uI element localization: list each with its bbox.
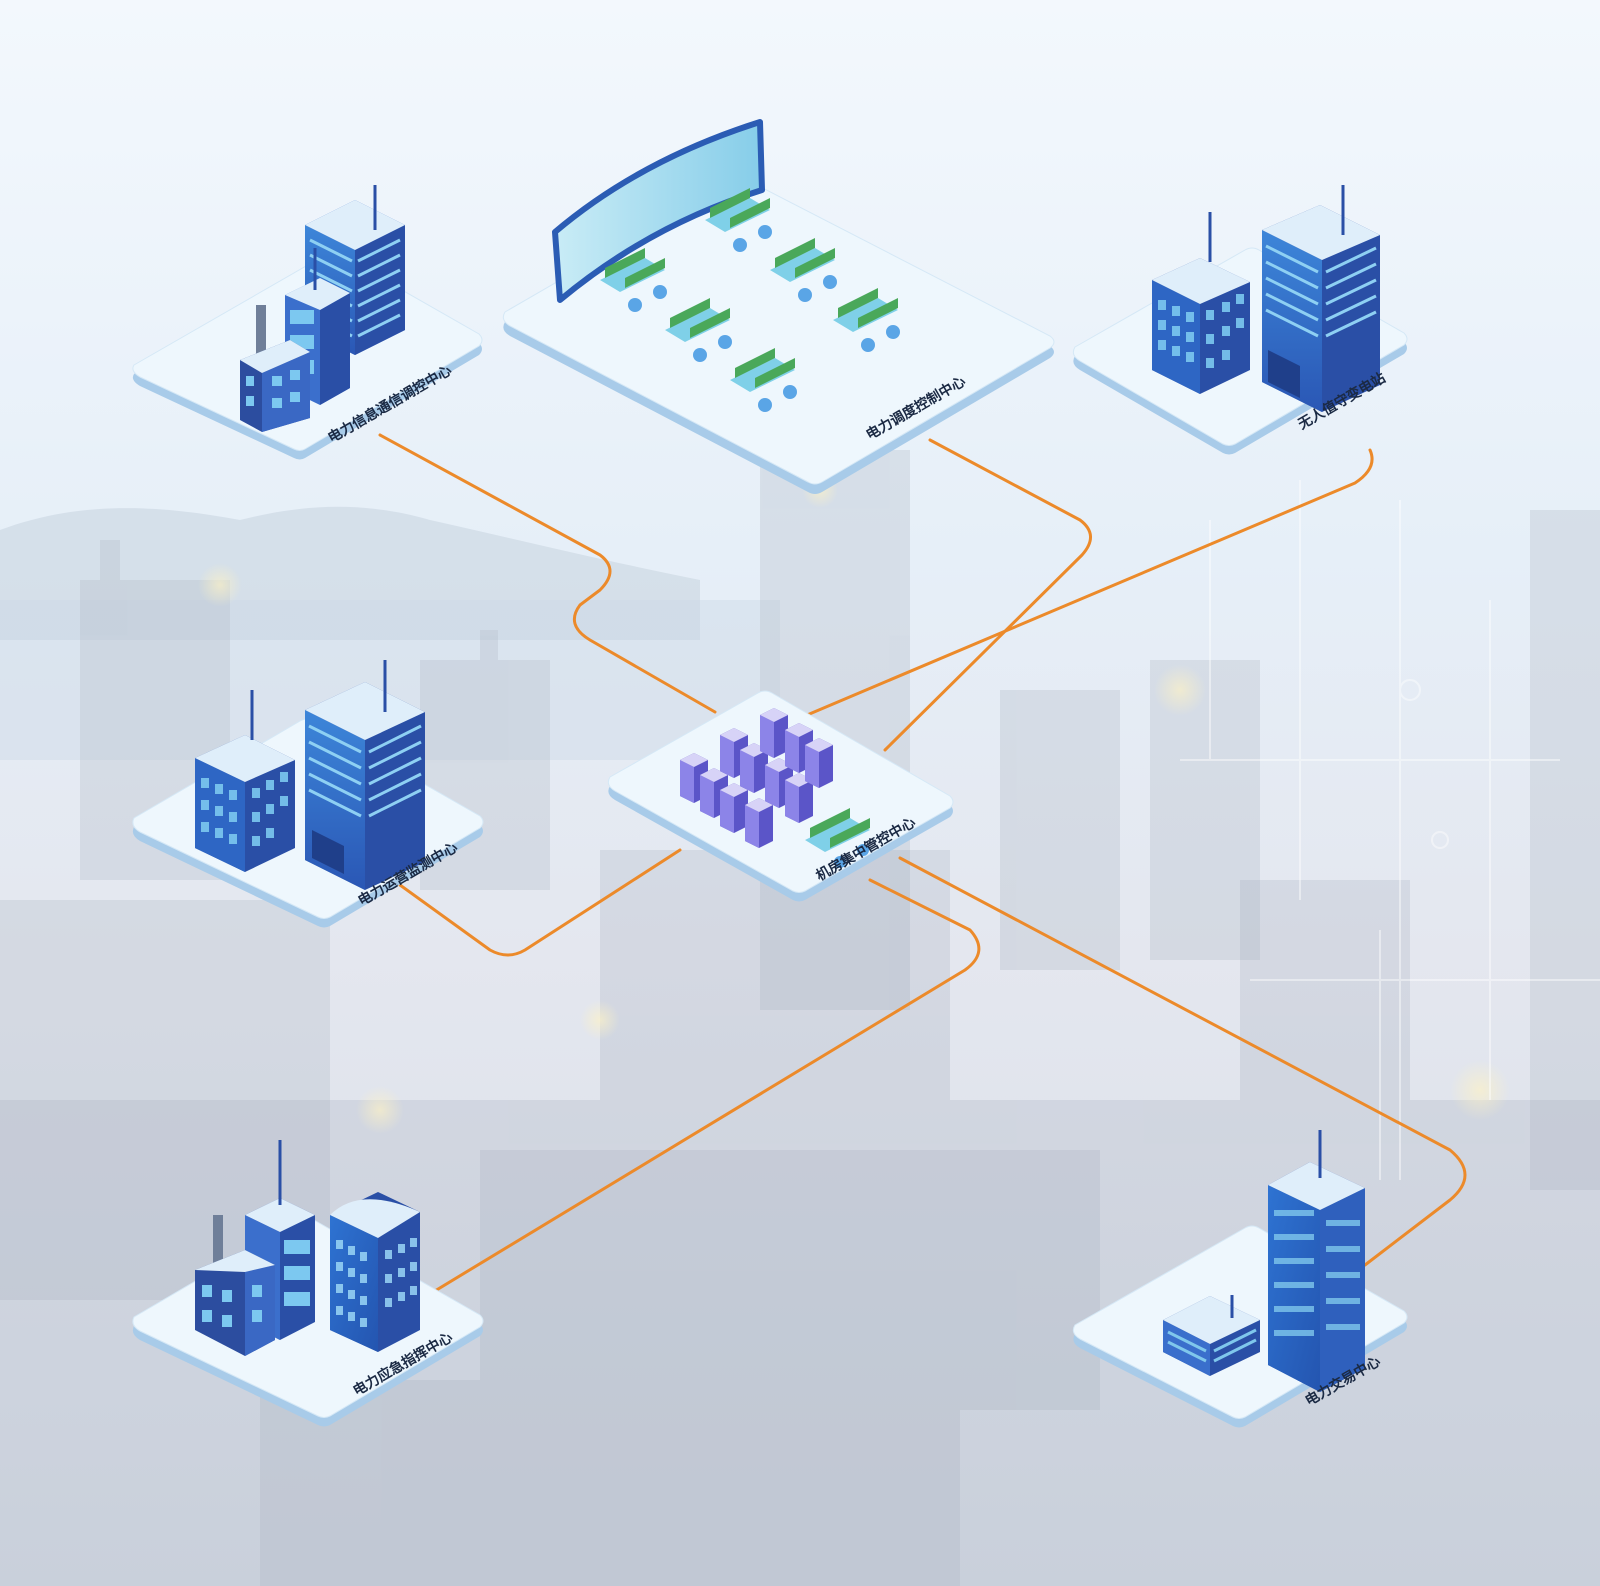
connector-dispatch [883,438,1092,752]
workstation [805,808,870,868]
office-tower-icon [305,660,425,890]
node-trading: 电力交易中心 [1072,1130,1408,1428]
workstation [770,238,837,302]
factory-icon [195,1215,275,1356]
domed-building-icon [330,1192,420,1352]
node-dispatch: 电力调度控制中心 [502,119,1055,494]
connector-ops-monitor [398,848,682,957]
workstation-icons [600,188,900,412]
server-rack [720,783,748,833]
server-rack-icons [680,708,833,848]
node-info-comm: 电力信息通信调控中心 [132,185,483,460]
factory-icon [240,305,310,432]
office-tower-icon [305,185,405,355]
workstation [705,188,772,252]
workstation [600,248,667,312]
workstation [665,298,732,362]
office-tower-icon [1262,185,1380,412]
workstation [730,348,797,412]
connector-trading [898,856,1467,1267]
server-rack [805,738,833,788]
skyscraper-icon [1268,1130,1365,1392]
connector-info-comm [378,433,717,714]
office-building-icon [1152,212,1250,394]
workstation [833,288,900,352]
server-rack [760,708,788,758]
connector-emergency [418,878,981,1302]
connector-lines [378,433,1467,1302]
office-building-icon [195,690,295,872]
data-center-icon [1163,1295,1260,1376]
node-ops-monitor: 电力运营监测中心 [132,660,484,928]
video-wall-icon [552,119,765,303]
server-rack [745,798,773,848]
connector-substation [798,448,1374,720]
